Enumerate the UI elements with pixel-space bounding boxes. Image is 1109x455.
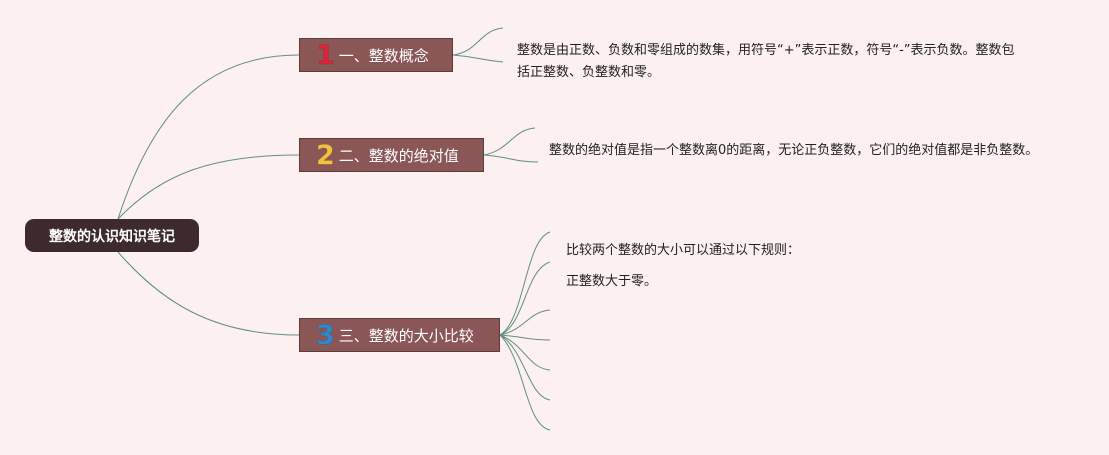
connector-branch-3-leaf-4 — [499, 334, 551, 341]
branch-node-2[interactable]: 2 二、整数的绝对值 — [299, 138, 484, 172]
connector-branch-3-leaf-5 — [499, 334, 551, 371]
leaf-note-integer-concept[interactable]: 整数是由正数、负数和零组成的数集，用符号“+”表示正数，符号“-”表示负数。整数… — [517, 43, 1015, 80]
connector-branch-3-leaf-7 — [499, 334, 551, 431]
number-three-icon: 3 — [316, 319, 335, 351]
connector-root-branch-1 — [117, 54, 300, 220]
branch-3-title: 三、整数的大小比较 — [338, 326, 474, 345]
connector-branch-3-leaf-6 — [499, 334, 551, 401]
branch-node-1[interactable]: 1 一、整数概念 — [299, 38, 453, 72]
connector-branch-2-leaf-top — [483, 127, 536, 156]
root-node[interactable]: 整数的认识知识笔记 — [25, 219, 199, 252]
connector-root-branch-3 — [117, 251, 300, 336]
connector-branch-3-leaf-3 — [499, 309, 551, 336]
connector-branch-1-leaf — [452, 54, 504, 63]
leaf-note-absolute-value[interactable]: 整数的绝对值是指一个整数离0的距离，无论正负整数，它们的绝对值都是非负整数。 — [549, 143, 1039, 158]
branch-1-title: 一、整数概念 — [338, 46, 429, 65]
connector-branch-3-leaf-2 — [499, 261, 551, 336]
branch-2-title: 二、整数的绝对值 — [338, 146, 459, 165]
branch-node-3[interactable]: 3 三、整数的大小比较 — [299, 318, 500, 352]
leaf-note-positive-greater-than-zero[interactable]: 正整数大于零。 — [566, 274, 658, 289]
connector-root-branch-2 — [117, 154, 300, 220]
connector-branch-1-leaf-top — [452, 27, 504, 56]
number-one-icon: 1 — [316, 39, 335, 71]
leaf-note-comparison-rules[interactable]: 比较两个整数的大小可以通过以下规则： — [566, 243, 801, 258]
connector-branch-3-leaf-1 — [499, 231, 551, 336]
connector-branch-2-leaf — [483, 154, 539, 163]
root-title: 整数的认识知识笔记 — [49, 228, 175, 245]
number-two-icon: 2 — [316, 139, 335, 171]
